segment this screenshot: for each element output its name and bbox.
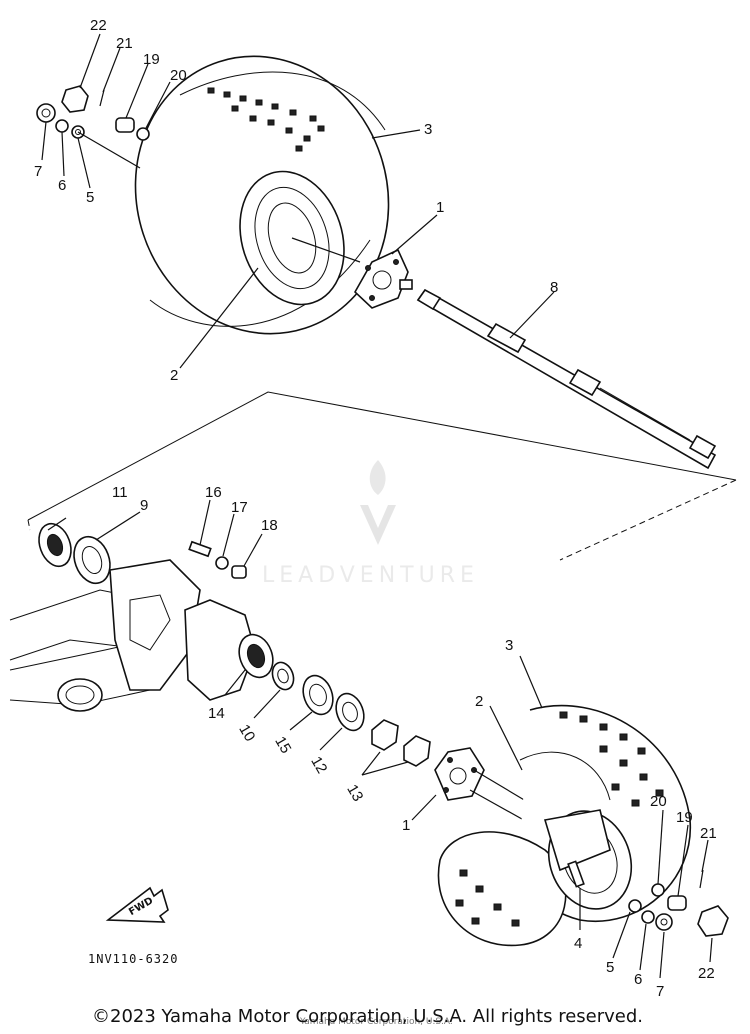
callout-15: 15 — [271, 734, 294, 757]
callout-2-bottom: 2 — [475, 693, 483, 710]
callout-12: 12 — [307, 754, 330, 777]
rear-axle — [416, 288, 717, 470]
diagram-code: 1NV110-6320 — [88, 952, 178, 966]
callout-13: 13 — [343, 782, 366, 805]
callout-6-bottom: 6 — [634, 971, 642, 988]
callout-1-top: 1 — [436, 199, 444, 216]
callout-22-bottom: 22 — [698, 965, 715, 982]
top-hardware — [36, 85, 150, 141]
callout-18: 18 — [261, 517, 278, 534]
assembly-frame — [27, 391, 737, 561]
callout-19-bottom: 19 — [676, 809, 693, 826]
callout-17: 17 — [231, 499, 248, 516]
callout-3-top: 3 — [424, 121, 432, 138]
callout-6-top: 6 — [58, 177, 66, 194]
callout-22-top: 22 — [90, 17, 107, 34]
bottom-tire — [437, 704, 691, 947]
middle-seals-bearings — [38, 522, 247, 585]
callout-9: 9 — [140, 497, 148, 514]
callout-7-top: 7 — [34, 163, 42, 180]
callout-10: 10 — [235, 722, 258, 745]
under-text: Yamaha Motor Corporation, U.S.A. — [299, 1017, 453, 1027]
watermark-text: LEADVENTURE — [262, 563, 479, 588]
forward-arrow: FWD — [105, 886, 169, 923]
axle-bearings-spacers — [271, 661, 431, 767]
callout-19-top: 19 — [143, 51, 160, 68]
top-wheel-hub — [353, 248, 413, 309]
top-leader-lines — [41, 33, 555, 369]
callout-2-top: 2 — [170, 367, 178, 384]
callout-20-bottom: 20 — [650, 793, 667, 810]
callouts-middle: 11 9 16 17 18 — [112, 484, 278, 534]
bottom-tire-tread — [455, 711, 664, 927]
top-tire — [134, 55, 390, 335]
callout-20-top: 20 — [170, 67, 187, 84]
top-tire-tread — [207, 87, 325, 152]
bottom-hardware — [628, 869, 729, 937]
swingarm-housing — [9, 559, 274, 712]
callout-11: 11 — [112, 484, 128, 501]
callout-8: 8 — [550, 279, 558, 296]
copyright-notice: ©2023 Yamaha Motor Corporation, U.S.A. A… — [92, 1006, 643, 1027]
callouts-bottom: 14 10 15 12 13 1 3 2 20 19 21 4 5 6 7 22 — [208, 637, 717, 1000]
callout-14: 14 — [208, 705, 225, 722]
callouts-top: 22 21 19 20 7 6 5 3 1 8 2 — [34, 17, 558, 384]
callout-1-bottom: 1 — [402, 817, 410, 834]
callout-5-bottom: 5 — [606, 959, 614, 976]
callout-5-top: 5 — [86, 189, 94, 206]
callout-4: 4 — [574, 935, 582, 952]
bottom-leader-lines — [47, 499, 713, 979]
callout-7-bottom: 7 — [656, 983, 664, 1000]
callout-21-bottom: 21 — [700, 825, 717, 842]
callout-16: 16 — [205, 484, 222, 501]
callout-3-bottom: 3 — [505, 637, 513, 654]
callout-21-top: 21 — [116, 35, 133, 52]
watermark: LEADVENTURE — [262, 460, 479, 588]
